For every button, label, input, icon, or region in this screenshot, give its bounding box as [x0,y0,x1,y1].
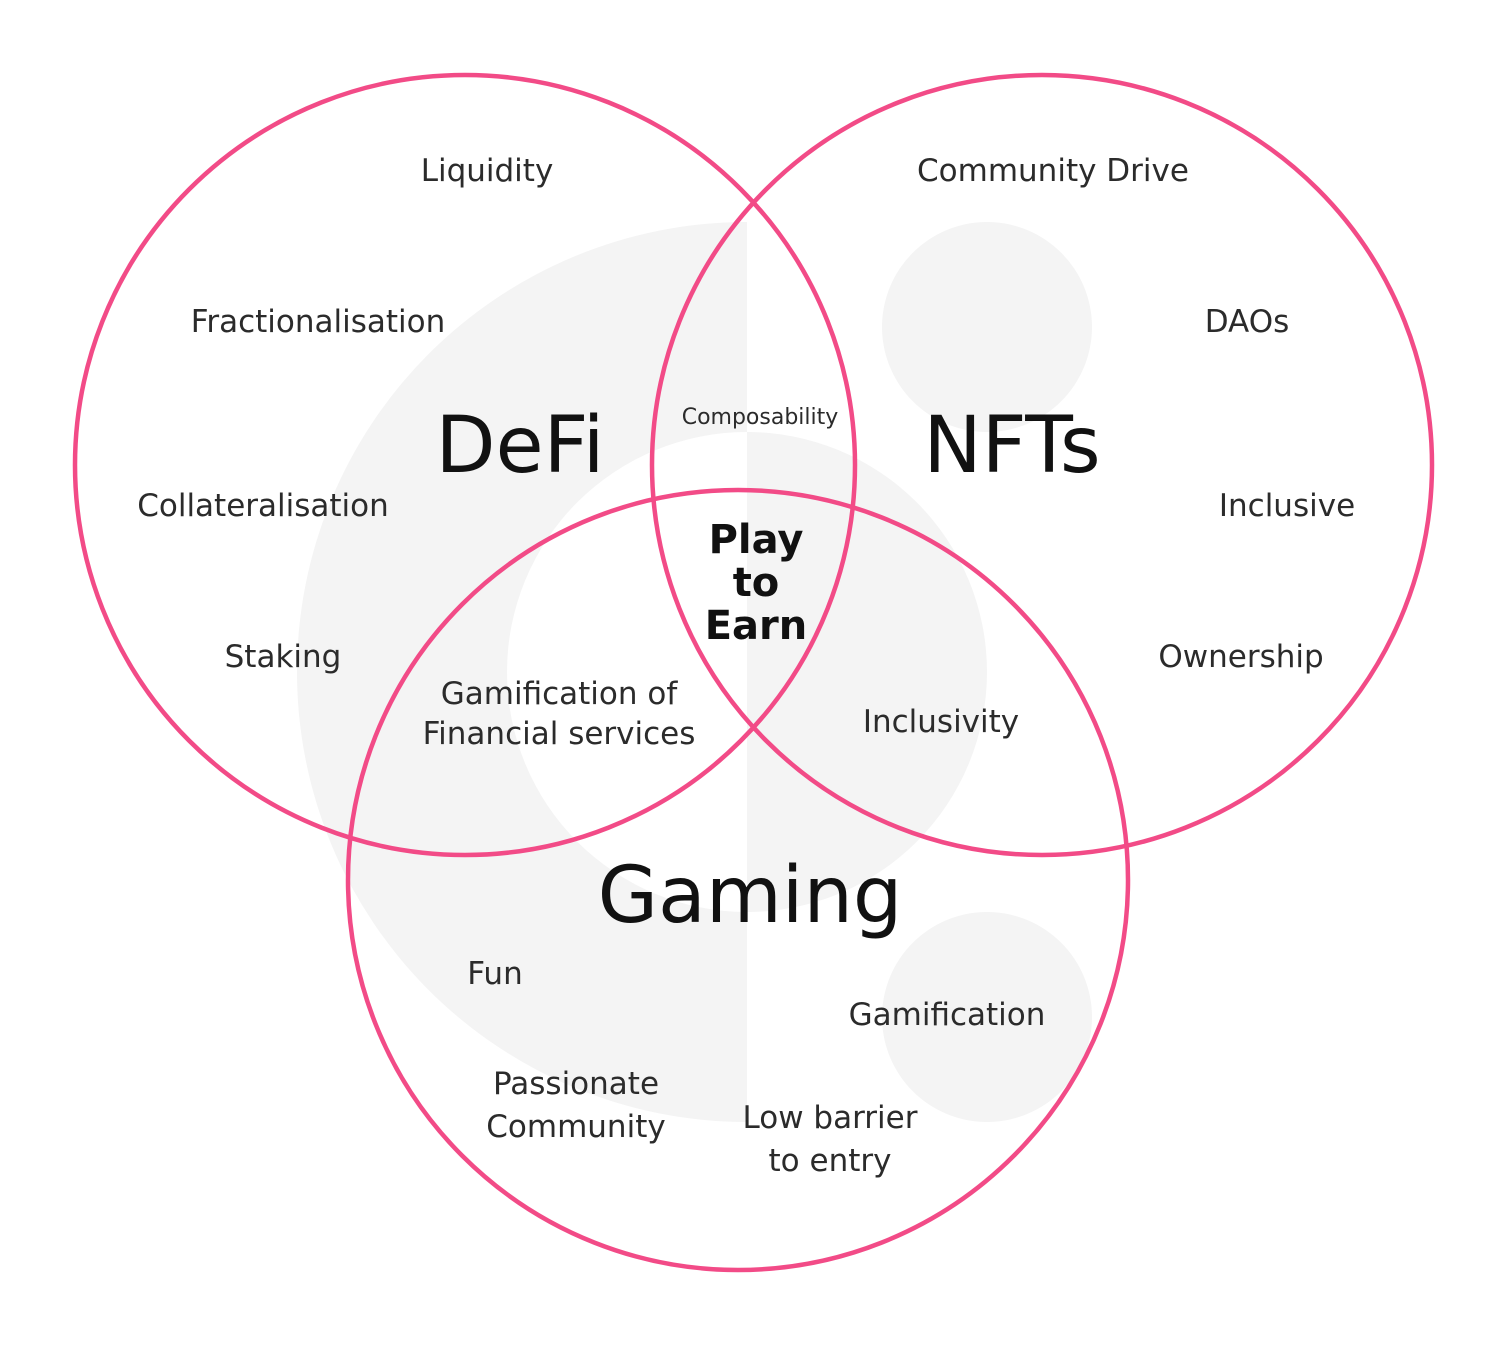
overlap-defi-gaming: Gamification of [441,676,679,712]
defi-item: Liquidity [421,153,554,189]
gaming-item: Gamification [849,997,1046,1033]
play-to-earn: Play [709,517,804,563]
nfts-circle [649,72,1435,858]
defi-item: Fractionalisation [191,304,446,340]
nfts-item: Community Drive [917,153,1189,189]
nfts-title: NFTs [923,401,1100,491]
overlap-nfts-gaming: Inclusivity [863,704,1019,740]
overlap-defi-nfts: Composability [682,405,839,430]
play-to-earn: to [733,560,780,606]
gaming-item: Passionate [493,1066,659,1102]
nfts-item: DAOs [1205,304,1290,340]
gaming-title: Gaming [598,851,903,941]
nfts-item: Ownership [1158,639,1323,675]
play-to-earn: Earn [705,603,808,649]
gaming-item: Low barrier [743,1100,918,1136]
nfts-item: Inclusive [1219,488,1355,524]
gaming-item: Fun [467,956,522,992]
overlap-defi-gaming: Financial services [423,716,696,752]
defi-title: DeFi [436,401,605,491]
defi-circle [72,72,858,858]
defi-item: Staking [225,639,342,675]
background-shape [297,222,1092,1122]
gaming-item: to entry [769,1143,892,1179]
defi-item: Collateralisation [137,488,389,524]
gaming-circle [345,487,1131,1273]
gaming-item: Community [486,1109,665,1145]
